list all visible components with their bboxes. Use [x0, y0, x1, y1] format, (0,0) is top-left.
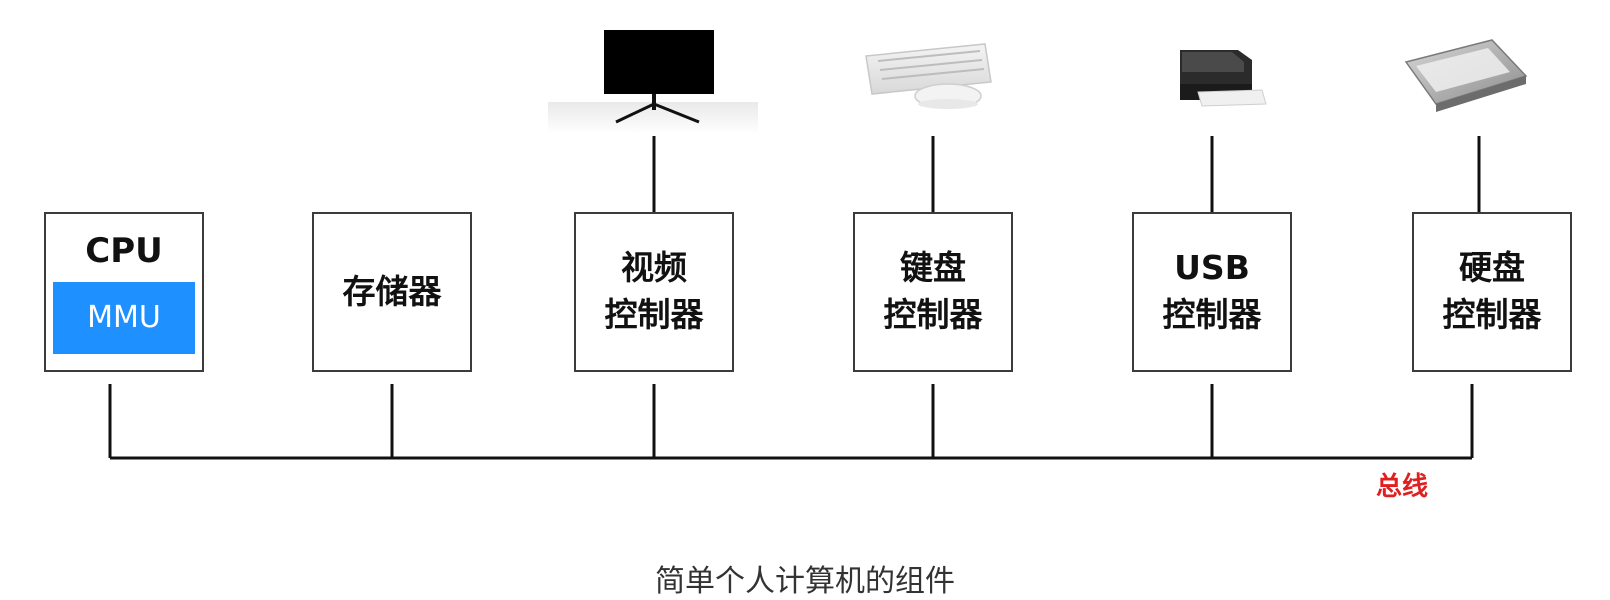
disk-controller-label-line1: 硬盘	[1459, 248, 1525, 288]
printer-icon	[1180, 50, 1267, 107]
video-controller-block: 视频 控制器	[574, 212, 734, 372]
memory-label: 存储器	[342, 271, 442, 311]
memory-block: 存储器	[312, 212, 472, 372]
bus-label: 总线	[1376, 472, 1429, 502]
usb-controller-label-line1: USB	[1174, 248, 1250, 288]
cpu-block: CPU MMU	[44, 212, 204, 372]
keyboard-controller-label-line2: 控制器	[883, 295, 983, 334]
keyboard-controller-label-line1: 键盘	[900, 248, 966, 288]
bus-lines	[108, 136, 1481, 460]
monitor-icon	[548, 30, 758, 134]
figure-caption: 简单个人计算机的组件	[655, 564, 955, 599]
usb-controller-label-line2: 控制器	[1162, 295, 1262, 334]
disk-controller-block: 硬盘 控制器	[1412, 212, 1572, 372]
keyboard-controller-block: 键盘 控制器	[853, 212, 1013, 372]
cpu-label: CPU	[85, 231, 163, 271]
keyboard-mouse-icon	[865, 43, 992, 109]
usb-controller-block: USB 控制器	[1132, 212, 1292, 372]
hard-drive-icon	[1404, 39, 1528, 112]
video-controller-label-line1: 视频	[621, 248, 687, 288]
video-controller-label-line2: 控制器	[604, 295, 704, 334]
disk-controller-label-line2: 控制器	[1442, 295, 1542, 334]
mmu-block: MMU	[53, 282, 195, 354]
